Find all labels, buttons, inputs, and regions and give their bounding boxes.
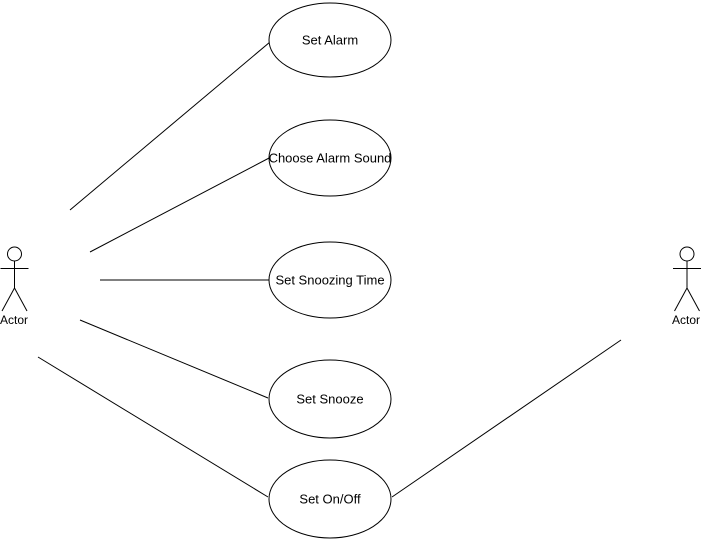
use-case-ellipse[interactable] [268,241,392,319]
use-case-label: Choose Alarm Sound [269,151,392,166]
actor-right-leg-icon [14,287,28,312]
use-case-set-alarm[interactable]: Set Alarm [268,2,392,78]
use-case-label: Set Alarm [302,33,358,48]
use-case-set-on-off[interactable]: Set On/Off [268,459,392,539]
association-actor-left-set-on-off[interactable] [37,356,269,498]
association-actor-right-set-on-off[interactable] [391,339,622,498]
use-case-ellipse[interactable] [268,359,392,439]
use-case-ellipse[interactable] [268,119,392,197]
actor-head-icon [7,246,22,262]
association-actor-left-set-snooze[interactable] [79,319,269,399]
use-case-ellipse[interactable] [268,459,392,539]
use-case-label: Set Snooze [296,392,363,407]
actor-left-leg-icon [674,287,688,312]
actor-label: Actor [672,313,700,327]
actor-label: Actor [0,313,28,327]
use-case-choose-alarm-sound[interactable]: Choose Alarm Sound [268,119,392,197]
actor-left-leg-icon [1,287,15,312]
use-case-set-snoozing-time[interactable]: Set Snoozing Time [268,241,392,319]
association-actor-left-choose-alarm-sound[interactable] [89,156,272,253]
actor-left[interactable]: Actor [0,246,29,327]
use-case-label: Set On/Off [299,492,361,507]
association-actor-left-set-alarm[interactable] [69,41,271,211]
use-case-label: Set Snoozing Time [275,273,384,288]
use-case-ellipse[interactable] [268,2,392,78]
associations [37,41,622,498]
use-case-set-snooze[interactable]: Set Snooze [268,359,392,439]
actor-right[interactable]: Actor [672,246,701,327]
actor-head-icon [679,246,695,262]
actor-right-leg-icon [686,287,700,312]
